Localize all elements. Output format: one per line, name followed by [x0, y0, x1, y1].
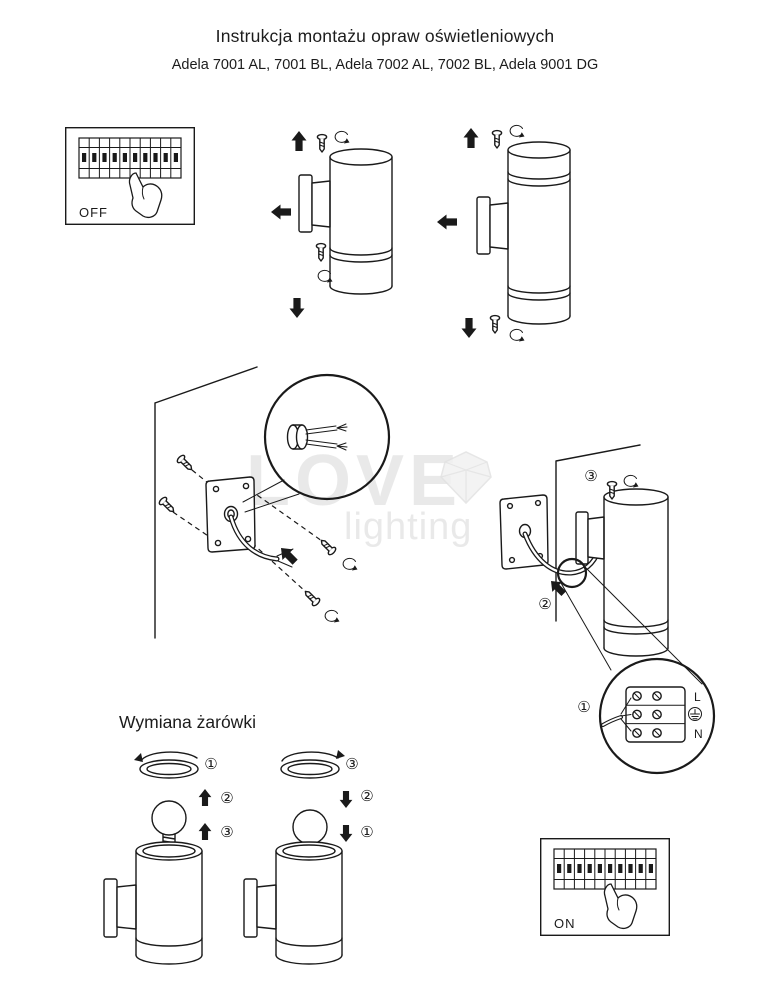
screw-icon	[316, 133, 328, 153]
watermark-text-lighting: lighting	[344, 506, 473, 548]
wall-bracket-plate	[243, 878, 258, 938]
step-2-label: ②	[360, 787, 373, 805]
unscrew-arc	[140, 751, 198, 762]
screw-icon	[491, 129, 503, 149]
step-3-label: ③	[345, 755, 358, 773]
breaker-off-panel: OFF	[64, 126, 196, 225]
page-subtitle: Adela 7001 AL, 7001 BL, Adela 7002 AL, 7…	[171, 57, 599, 73]
down-arrow-icon	[461, 318, 477, 338]
breaker-off-label: OFF	[79, 205, 108, 220]
screw-arc	[281, 751, 339, 762]
up-arrow-icon	[291, 131, 307, 151]
step-1-label: ①	[360, 823, 373, 841]
wall-bracket-plate	[476, 196, 491, 255]
bulb-insertion-diagram: ③ ② ①	[243, 750, 374, 965]
screw-icon	[157, 495, 178, 516]
wall-bracket-plate	[103, 878, 118, 938]
left-arrow-icon	[271, 204, 291, 220]
wall-bracket-plate	[298, 174, 313, 233]
bulb-replacement-title: Wymiana żarówki	[119, 712, 256, 732]
step-1-label: ①	[204, 755, 217, 773]
rotate-arrow-icon	[509, 328, 525, 342]
terminal-detail-magnifier-circle	[598, 657, 716, 775]
wall-corner-lines	[154, 366, 258, 639]
rotate-arrow-icon	[324, 609, 340, 623]
screw-icon	[175, 453, 196, 474]
lamp-body-top	[507, 141, 571, 159]
watermark-heart-icon	[440, 451, 492, 505]
rotate-arrow-icon	[342, 557, 358, 571]
screw-icon	[315, 242, 327, 262]
bulb	[292, 809, 328, 845]
terminal-neutral-label: N	[694, 727, 703, 741]
page-title: Instrukcja montażu opraw oświetleniowych	[215, 26, 555, 46]
step-2-label: ②	[538, 595, 551, 613]
terminal-block-detail: L N	[601, 686, 703, 743]
left-arrow-icon	[437, 214, 457, 230]
cover-disc	[280, 759, 340, 779]
bulb	[151, 800, 187, 836]
zoom-source-circle	[556, 557, 588, 589]
lamp-mounting-diagram: ③ ② L N	[499, 444, 716, 775]
screw-icon	[317, 536, 338, 557]
bracket-arm	[116, 884, 137, 930]
wire-connector-detail	[286, 423, 348, 451]
bracket-arm	[489, 202, 509, 250]
breaker-on-panel: ON	[540, 838, 670, 936]
step-3-label: ③	[220, 823, 233, 841]
wall-bracket-plate	[575, 511, 589, 565]
lamp-body-top	[603, 488, 669, 506]
breaker-on-label: ON	[554, 916, 576, 931]
down-arrow-icon	[339, 825, 353, 842]
mounting-plate-diagram	[154, 366, 391, 639]
bracket-arm	[256, 884, 277, 930]
down-arrow-icon	[289, 298, 305, 318]
wall-corner-lines	[555, 444, 641, 622]
down-arrow-icon	[339, 791, 353, 808]
rotate-arrow-icon	[623, 474, 639, 488]
lamp-body-top	[329, 148, 393, 166]
wire-detail-magnifier-circle	[263, 373, 391, 501]
bulb-thread	[162, 833, 176, 846]
bulb-removal-diagram: ① ② ③	[103, 751, 234, 965]
step-3-label: ③	[584, 467, 597, 485]
cover-disc	[139, 759, 199, 779]
bracket-arm	[587, 516, 605, 560]
screw-icon	[489, 314, 501, 334]
screw-icon	[301, 587, 322, 608]
step-1-label: ①	[577, 698, 590, 716]
double-lamp-disassembly-diagram	[437, 124, 571, 342]
up-arrow-icon	[198, 823, 212, 840]
up-arrow-icon	[198, 789, 212, 806]
terminal-live-label: L	[694, 690, 701, 704]
rotate-arrow-icon	[509, 124, 525, 138]
rotate-arrow-icon	[334, 130, 350, 144]
up-arrow-icon	[463, 128, 479, 148]
bracket-arm	[311, 180, 331, 228]
step-2-label: ②	[220, 789, 233, 807]
ground-icon	[688, 707, 702, 721]
single-lamp-disassembly-diagram	[271, 130, 393, 318]
